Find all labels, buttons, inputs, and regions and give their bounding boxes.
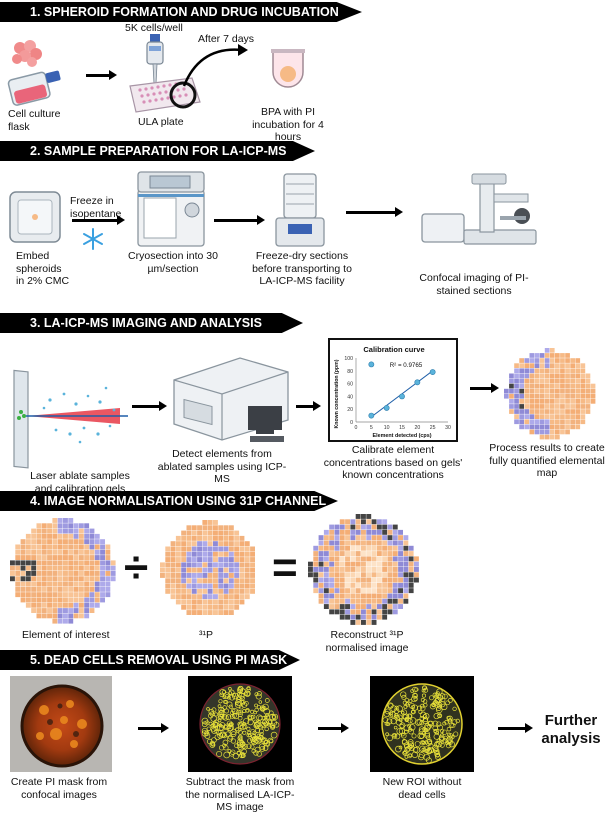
x-tick-label: 15 xyxy=(399,425,405,431)
arrow-cryo-to-freezedry xyxy=(214,215,265,225)
subtract-mask-image xyxy=(188,676,292,772)
confocal-microscope-icon xyxy=(421,173,537,245)
normalised-map-icon xyxy=(308,514,419,625)
chart-annotation: R² = 0.9765 xyxy=(390,362,423,369)
chart-points xyxy=(368,361,436,419)
process-label: Process results to create fully quantifi… xyxy=(489,442,605,479)
section-1-title: 1. SPHEROID FORMATION AND DRUG INCUBATIO… xyxy=(30,5,339,19)
element-label: Element of interest xyxy=(22,629,110,641)
data-point xyxy=(368,412,375,419)
arrow-detect-to-calibrate xyxy=(296,401,321,411)
calibration-chart: Calibration curve Known concentration (p… xyxy=(328,338,458,442)
freeze-dryer-icon xyxy=(275,173,325,247)
further-analysis-label: Further analysis xyxy=(541,712,601,747)
embed-label: Embed spheroids in 2% CMC xyxy=(16,250,70,287)
equals-symbol: = xyxy=(272,543,298,592)
arrow-freezedry-to-confocal xyxy=(346,207,403,217)
curved-arrow xyxy=(182,44,248,87)
section-4-title: 4. IMAGE NORMALISATION USING 31P CHANNEL xyxy=(30,494,327,508)
section-3-title: 3. LA-ICP-MS IMAGING AND ANALYSIS xyxy=(30,316,262,330)
x-tick-label: 5 xyxy=(370,425,373,431)
data-point xyxy=(399,393,405,400)
after-days-label: After 7 days xyxy=(198,33,255,45)
arrow-mask-to-subtract xyxy=(138,723,169,733)
y-tick-label: 80 xyxy=(347,369,353,375)
reconstruct-label: Reconstruct ³¹P normalised image xyxy=(325,629,409,654)
well-zoom-icon xyxy=(169,81,197,109)
icp-ms-instrument-icon xyxy=(173,357,289,442)
section-2-header: 2. SAMPLE PREPARATION FOR LA-ICP-MS xyxy=(0,141,315,161)
chart-axes xyxy=(355,358,448,423)
mask-label: Create PI mask from confocal images xyxy=(10,776,108,801)
chart-frame xyxy=(328,338,458,442)
outlier-point xyxy=(368,361,375,368)
arrow-roi-to-analysis xyxy=(498,723,533,733)
data-point xyxy=(429,369,436,375)
cryostat-icon xyxy=(137,171,205,247)
y-tick-label: 20 xyxy=(347,407,353,413)
quantified-map-icon xyxy=(504,348,596,440)
section-3-header: 3. LA-ICP-MS IMAGING AND ANALYSIS xyxy=(0,313,303,333)
laser-ablation-icon xyxy=(13,369,128,469)
ula-plate-label: ULA plate xyxy=(138,116,184,128)
y-tick-label: 100 xyxy=(344,356,353,362)
incubation-well-icon xyxy=(271,49,305,88)
p31-label: ³¹P xyxy=(199,629,213,641)
ablate-label: Laser ablate samples and calibration gel… xyxy=(30,470,130,495)
culture-flask-icon xyxy=(7,70,61,106)
arrow-ablate-to-detect xyxy=(132,401,167,411)
cells-per-well-label: 5K cells/well xyxy=(125,22,183,34)
chart-ticks: 0 5 10 15 20 25 30 0 20 40 60 80 100 xyxy=(344,356,451,431)
data-point xyxy=(414,379,421,386)
embed-mould-icon xyxy=(9,191,61,243)
chart-xlabel: Element detected (cps) xyxy=(372,433,431,439)
detect-label: Detect elements from ablated samples usi… xyxy=(157,448,287,485)
snowflake-icon xyxy=(83,228,103,250)
arrow-subtract-to-roi xyxy=(318,723,349,733)
roi-label: New ROI without dead cells xyxy=(382,776,462,801)
subtract-label: Subtract the mask from the normalised LA… xyxy=(185,776,295,813)
new-roi-image xyxy=(370,676,474,772)
data-point xyxy=(383,405,390,411)
p31-map-icon xyxy=(160,520,255,615)
chart-ylabel: Known concentration (ppm) xyxy=(334,359,340,428)
x-tick-label: 0 xyxy=(355,425,358,431)
flask-label: Cell culture flask xyxy=(8,108,61,133)
calibrate-label: Calibrate element concentrations based o… xyxy=(323,444,463,481)
pi-mask-photo xyxy=(10,676,112,772)
element-map-icon xyxy=(10,518,116,624)
section-1-header: 1. SPHEROID FORMATION AND DRUG INCUBATIO… xyxy=(0,2,362,22)
freeze-label: Freeze in isopentane xyxy=(70,195,122,220)
cell-cluster-icon xyxy=(12,40,42,67)
y-tick-label: 40 xyxy=(347,394,353,400)
divide-symbol: ÷ xyxy=(124,543,149,592)
incubation-label: BPA with PI incubation for 4 hours xyxy=(252,106,324,143)
freeze-dry-label: Freeze-dry sections before transporting … xyxy=(252,250,352,287)
section-4-header: 4. IMAGE NORMALISATION USING 31P CHANNEL xyxy=(0,491,338,511)
section-5-title: 5. DEAD CELLS REMOVAL USING PI MASK xyxy=(30,653,288,667)
confocal-label: Confocal imaging of PI-stained sections xyxy=(419,272,529,297)
section-5-header: 5. DEAD CELLS REMOVAL USING PI MASK xyxy=(0,650,300,670)
arrow-embed-to-cryo xyxy=(72,215,125,225)
y-tick-label: 60 xyxy=(347,382,353,388)
chart-title: Calibration curve xyxy=(363,345,424,354)
y-tick-label: 0 xyxy=(350,420,353,426)
section-2-title: 2. SAMPLE PREPARATION FOR LA-ICP-MS xyxy=(30,144,287,158)
x-tick-label: 30 xyxy=(445,425,451,431)
cryosection-label: Cryosection into 30 µm/section xyxy=(128,250,218,275)
arrow-calibrate-to-process xyxy=(470,383,499,393)
x-tick-label: 20 xyxy=(414,425,420,431)
x-tick-label: 10 xyxy=(384,425,390,431)
x-tick-label: 25 xyxy=(430,425,436,431)
arrow-flask-to-plate xyxy=(86,70,117,80)
